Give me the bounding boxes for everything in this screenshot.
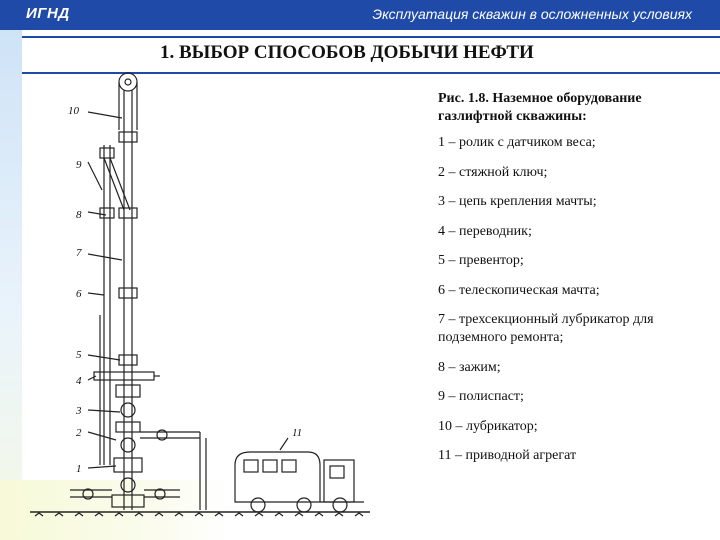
legend-item: 1 – ролик с датчиком веса; (438, 135, 596, 150)
org-name: ИГНД (26, 5, 70, 22)
legend-item: 7 – трехсекционный лубрикатор для подзем… (438, 312, 654, 345)
legend-item: 6 – телескопическая мачта; (438, 282, 600, 298)
figure-label-1: 1 (76, 463, 82, 475)
figure-caption: Рис. 1.8. Наземное оборудование газлифтн… (438, 91, 642, 124)
figure-label-6: 6 (76, 288, 82, 300)
figure-label-5: 5 (76, 349, 82, 361)
legend-item: 8 – зажим; (438, 359, 501, 375)
left-decor-strip (0, 30, 22, 540)
legend-item: 4 – переводник; (438, 223, 532, 239)
figure-label-2: 2 (76, 427, 82, 439)
legend-item: 9 – полиспаст; (438, 389, 524, 404)
figure-label-9: 9 (76, 159, 82, 171)
legend-item: 11 – приводной агрегат (438, 448, 577, 463)
figure-label-11: 11 (292, 427, 302, 439)
legend-item: 3 – цепь крепления мачты; (438, 194, 597, 209)
figure-label-8: 8 (76, 209, 82, 221)
legend-item: 2 – стяжной ключ; (438, 164, 548, 180)
legend-item: 10 – лубрикатор; (438, 418, 538, 434)
slide-title: 1. ВЫБОР СПОСОБОВ ДОБЫЧИ НЕФТИ (160, 42, 534, 63)
course-title: Эксплуатация скважин в осложненных услов… (372, 6, 692, 22)
figure-label-3: 3 (75, 405, 82, 417)
title-divider (22, 72, 720, 74)
figure-legend: 1 – ролик с датчиком веса; 2 – стяжной к… (438, 134, 713, 477)
legend-item: 5 – превентор; (438, 253, 524, 268)
gaslift-equipment-drawing: 10 9 8 7 6 5 4 3 2 1 11 (30, 72, 370, 517)
bottom-decor (0, 480, 230, 540)
figure-label-4: 4 (76, 375, 82, 387)
top-divider (22, 36, 720, 38)
figure-label-10: 10 (68, 105, 80, 117)
header-bar: ИГНД Эксплуатация скважин в осложненных … (0, 0, 720, 30)
figure-label-7: 7 (76, 247, 82, 259)
